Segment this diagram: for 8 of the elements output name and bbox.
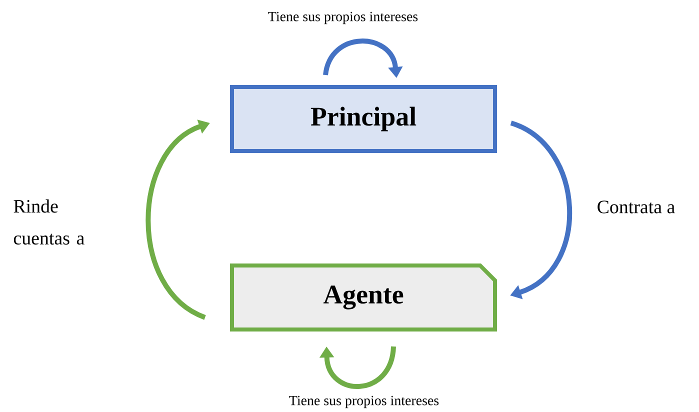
edge-label: Rinde cuentas a bbox=[14, 199, 84, 245]
arrow bbox=[510, 120, 572, 300]
process-box: Agente bbox=[230, 264, 497, 332]
process-box: Principal bbox=[230, 85, 497, 153]
edge-label: Tiene sus propios intereses bbox=[289, 396, 439, 408]
edge-label: Contrata a bbox=[598, 200, 675, 214]
arrow bbox=[319, 346, 396, 389]
edge-label: Tiene sus propios intereses bbox=[268, 12, 418, 24]
